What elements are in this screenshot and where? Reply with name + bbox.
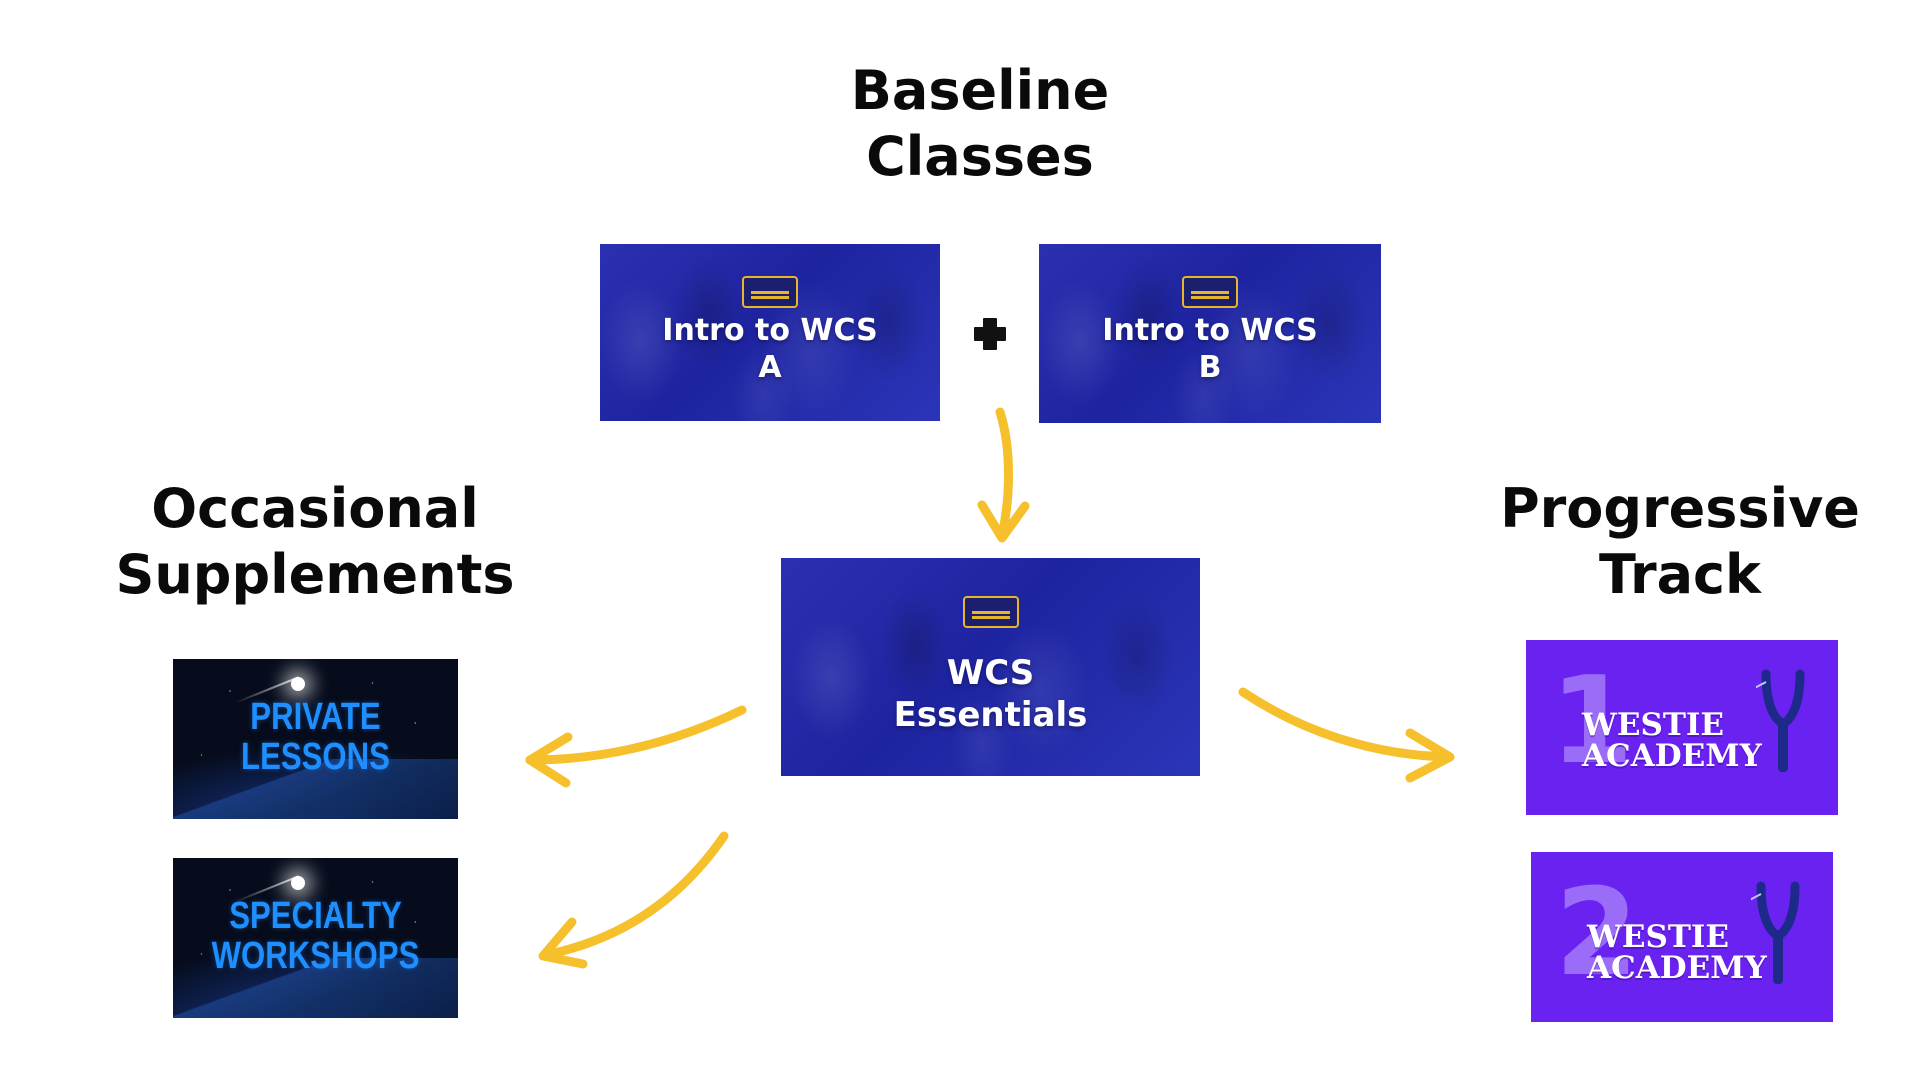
academy-2-title-line-2: ACADEMY	[1587, 950, 1767, 986]
academy-level-number: 1	[1550, 652, 1634, 791]
slingshot-icon	[1756, 669, 1805, 772]
private-title-line-2: LESSONS	[241, 736, 390, 778]
star-flare-icon	[291, 677, 305, 691]
essentials-card-title: WCS Essentials	[781, 652, 1200, 736]
intro-to-wcs-b-card: Intro to WCS B	[1039, 244, 1381, 423]
academy-1-title-line-1: WESTIE	[1582, 707, 1725, 743]
arrow-essentials-to-private-head	[525, 732, 573, 788]
specialty-workshops-title: SPECIALTY WORKSHOPS	[199, 896, 433, 976]
wcs-essentials-card: WCS Essentials	[781, 558, 1200, 776]
occasional-supplements-heading: Occasional Supplements	[60, 476, 570, 608]
arrow-essentials-to-specialty	[540, 831, 729, 960]
essentials-title-line-2: Essentials	[893, 695, 1088, 735]
essentials-title-line-1: WCS	[946, 653, 1035, 693]
specialty-workshops-card: SPECIALTY WORKSHOPS	[173, 858, 458, 1018]
intro-a-title-line-2: A	[758, 350, 782, 385]
dancers-photo-texture	[1039, 244, 1381, 423]
intro-b-title-line-2: B	[1198, 350, 1222, 385]
private-lessons-card: PRIVATE LESSONS	[173, 659, 458, 819]
arrow-intro-to-essentials-head	[977, 500, 1030, 543]
occasional-heading-line-2: Supplements	[115, 543, 515, 606]
westie-academy-2-card: 2 WESTIE ACADEMY	[1531, 852, 1833, 1022]
academy-1-title: WESTIE ACADEMY	[1582, 710, 1762, 772]
baseline-heading-line-1: Baseline	[850, 59, 1110, 122]
dancers-photo-texture	[600, 244, 940, 421]
occasional-heading-line-1: Occasional	[151, 477, 479, 540]
arrow-essentials-to-academy-head	[1405, 728, 1455, 783]
slingshot-icon	[1751, 881, 1800, 984]
arrow-essentials-to-academy	[1238, 687, 1453, 762]
intro-a-title-line-1: Intro to WCS	[662, 313, 878, 348]
westie-academy-1-card: 1 WESTIE ACADEMY	[1526, 640, 1838, 815]
star-flare-icon	[291, 876, 305, 890]
baseline-classes-heading: Baseline Classes	[780, 58, 1180, 190]
intro-b-card-title: Intro to WCS B	[1039, 312, 1381, 386]
dancers-photo-texture	[781, 558, 1200, 776]
intro-a-card-title: Intro to WCS A	[600, 312, 940, 386]
private-title-line-1: PRIVATE	[250, 696, 381, 738]
arrow-essentials-to-private	[525, 705, 747, 765]
progressive-heading-line-2: Track	[1599, 543, 1761, 606]
private-lessons-title: PRIVATE LESSONS	[199, 697, 433, 777]
arrow-essentials-to-specialty-head	[538, 917, 588, 969]
academy-2-title-line-1: WESTIE	[1587, 919, 1730, 955]
arrow-intro-to-essentials	[995, 407, 1013, 540]
academy-level-number: 2	[1555, 864, 1639, 1003]
specialty-title-line-2: WORKSHOPS	[211, 935, 420, 977]
academy-2-title: WESTIE ACADEMY	[1587, 922, 1767, 984]
specialty-title-line-1: SPECIALTY	[229, 895, 402, 937]
swingsoul-sundays-logo-icon	[1182, 276, 1238, 308]
mountain-silhouette	[173, 958, 458, 1018]
progressive-track-heading: Progressive Track	[1470, 476, 1890, 608]
progressive-heading-line-1: Progressive	[1500, 477, 1860, 540]
intro-to-wcs-a-card: Intro to WCS A	[600, 244, 940, 421]
academy-1-title-line-2: ACADEMY	[1582, 738, 1762, 774]
mountain-silhouette	[173, 759, 458, 819]
swingsoul-sundays-logo-icon	[962, 596, 1019, 628]
baseline-heading-line-2: Classes	[866, 125, 1094, 188]
plus-icon	[974, 318, 1006, 350]
swingsoul-sundays-logo-icon	[742, 276, 798, 308]
intro-b-title-line-1: Intro to WCS	[1102, 313, 1318, 348]
